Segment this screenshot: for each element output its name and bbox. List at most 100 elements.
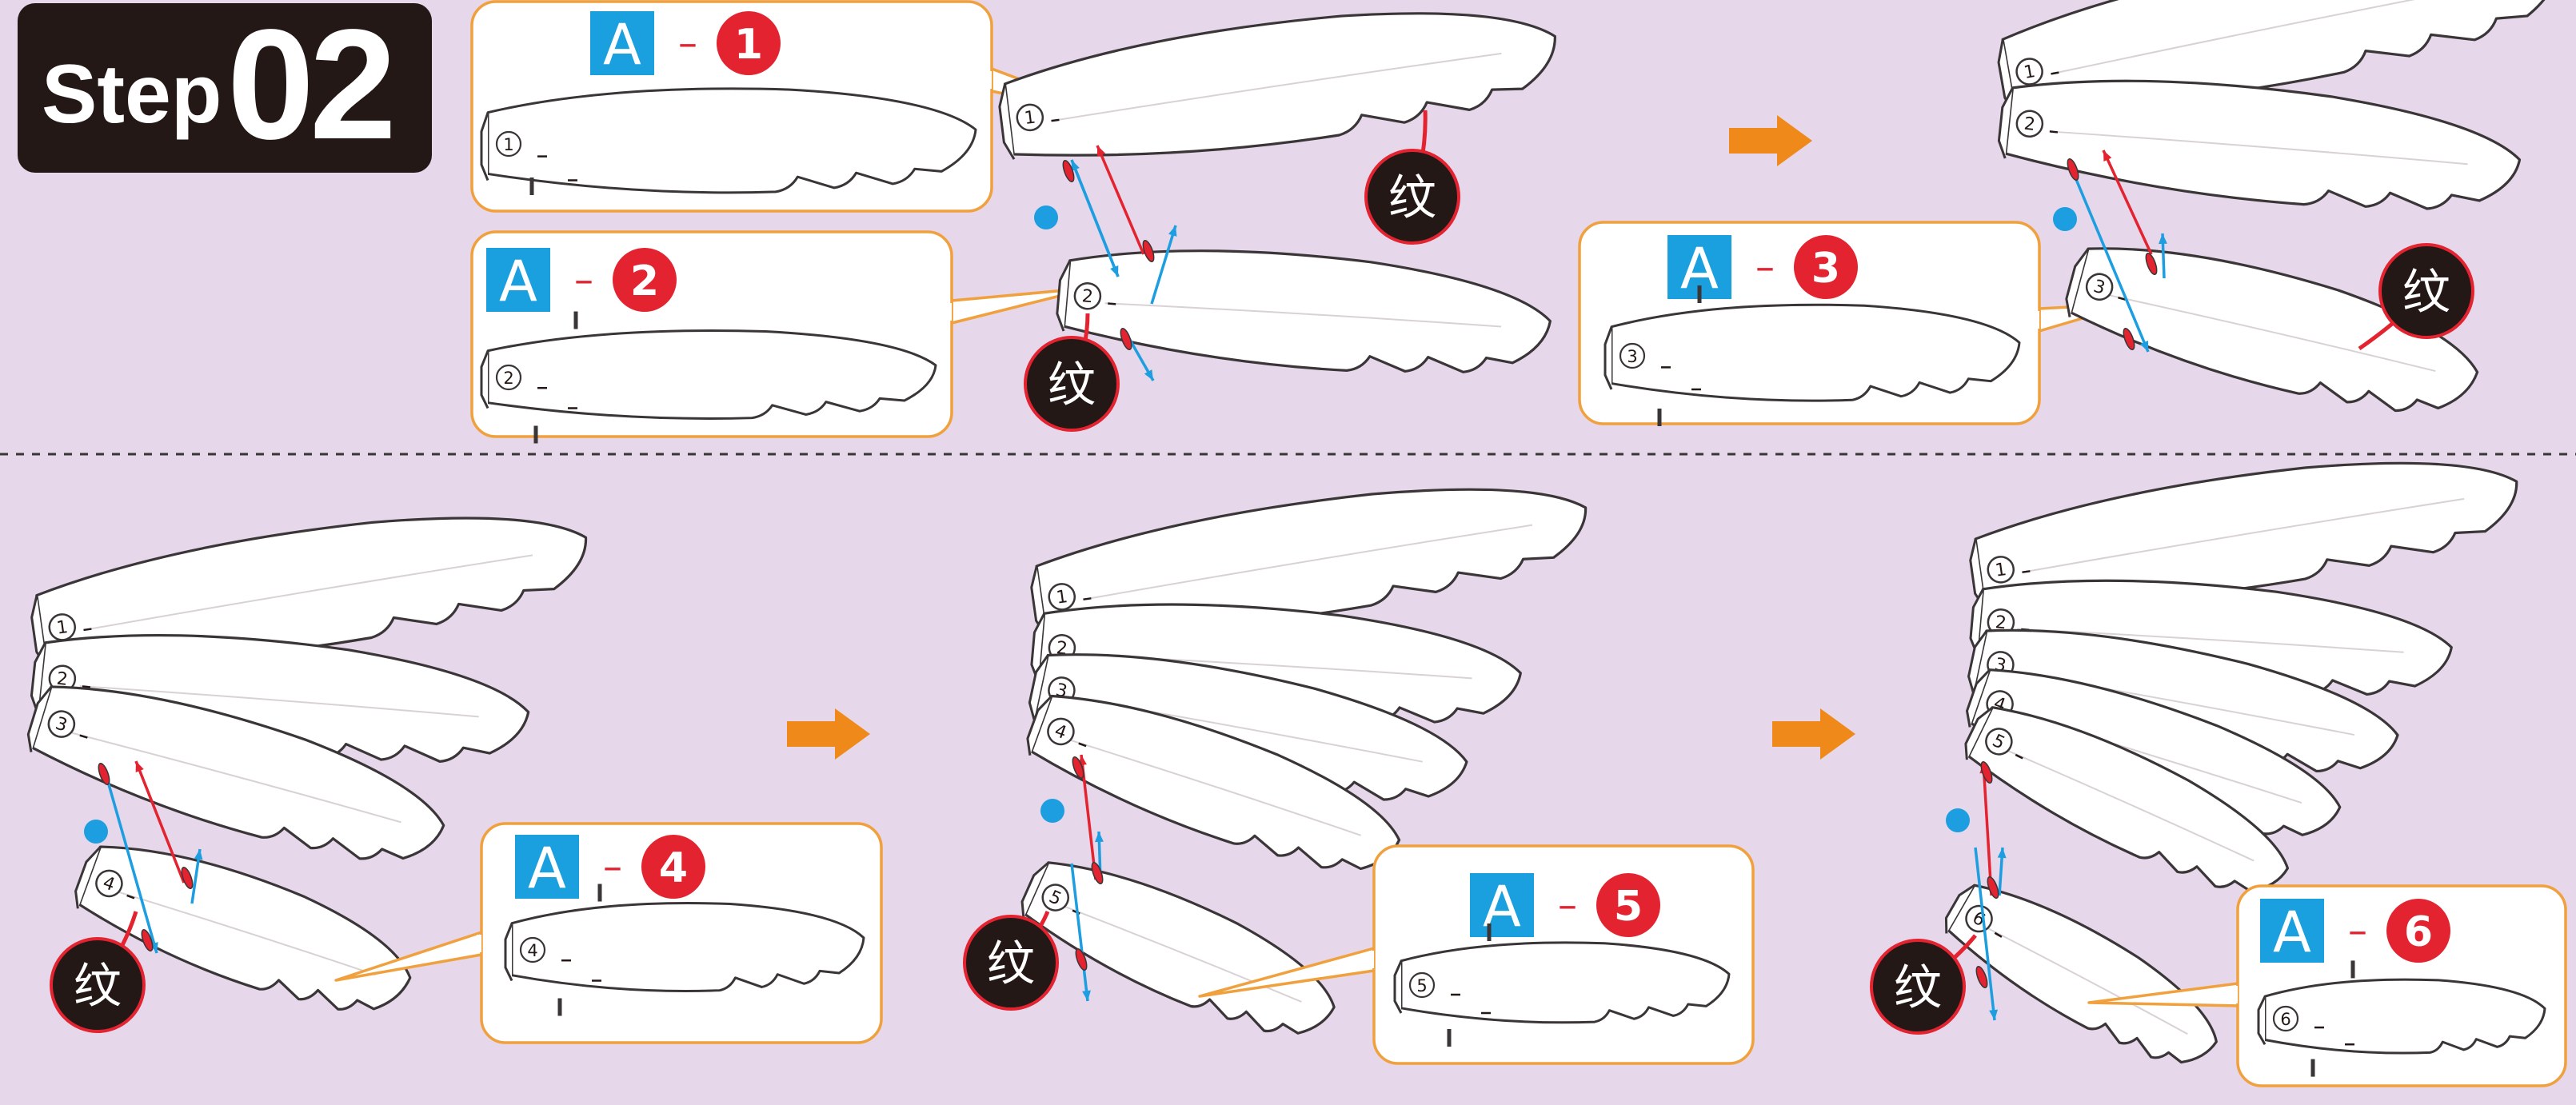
part-letter-box <box>1470 873 1534 937</box>
guide-arrowhead <box>1071 160 1080 171</box>
feather-piece: 4 <box>1026 694 1401 871</box>
texture-label: 纹 <box>987 936 1035 992</box>
feather-outline <box>2004 79 2522 210</box>
guide-line <box>1096 145 1145 255</box>
detail-feather: 2 <box>480 311 937 444</box>
detail-feather: 3 <box>1604 285 2021 426</box>
detail-feather-outline <box>1610 303 2021 402</box>
feather-piece: 2 <box>1997 79 2522 210</box>
tab-mark <box>2051 71 2059 75</box>
tab-mark <box>2015 753 2023 760</box>
feather-shaft <box>113 889 376 976</box>
insertion-guide <box>1096 145 1145 255</box>
texture-label: 纹 <box>1388 170 1436 226</box>
tab-slot <box>2067 158 2079 182</box>
detail-feather: 5 <box>1393 923 1731 1047</box>
texture-badge: 纹 <box>50 911 146 1033</box>
tab-slot <box>1120 327 1132 351</box>
feather-shaft <box>1053 52 1502 122</box>
feather-piece: 5 <box>1020 861 1336 1035</box>
detail-number-ring <box>495 130 522 158</box>
part-number: 5 <box>1614 883 1643 931</box>
piece-number: 2 <box>55 669 69 690</box>
piece-number-ring <box>47 710 76 738</box>
texture-label: 纹 <box>2402 265 2450 321</box>
texture-circle <box>963 915 1059 1011</box>
tab-mark <box>2022 570 2031 573</box>
feather-outline <box>1062 249 1552 373</box>
feather-shaft <box>2109 294 2436 373</box>
part-number: 6 <box>2404 908 2433 956</box>
feather-base-tab <box>30 642 46 714</box>
guide-arrowhead <box>1989 1009 1998 1020</box>
tab-mark <box>1083 597 1092 600</box>
feather-shaft <box>1085 524 1533 600</box>
feather-shaft <box>1978 923 2188 1035</box>
feather-outline <box>31 685 445 860</box>
detail-number: 2 <box>503 369 513 388</box>
detail-number: 1 <box>503 135 513 154</box>
guide-line <box>2070 167 2150 353</box>
texture-circle <box>2378 243 2474 339</box>
tab-mark <box>82 685 91 688</box>
detail-feather: 6 <box>2257 960 2546 1077</box>
part-letter: A <box>528 836 566 901</box>
feather-base-tab <box>1964 706 1994 760</box>
insertion-guide <box>1070 863 1091 1002</box>
part-letter-box <box>2260 899 2324 963</box>
part-number: 1 <box>734 21 763 69</box>
part-separator: – <box>603 844 622 889</box>
position-dot <box>2053 207 2077 231</box>
feather-outline <box>2001 0 2559 111</box>
detail-feather-tab <box>480 350 489 409</box>
part-separator: – <box>678 21 697 66</box>
texture-badge: 纹 <box>1024 313 1120 432</box>
detail-feather-tab <box>1393 960 1403 1014</box>
detail-feather-outline <box>486 329 937 420</box>
part-label: A–2 <box>486 248 677 314</box>
detail-number-ring <box>1619 342 1646 369</box>
feather-shaft <box>2023 497 2465 573</box>
guide-line <box>1070 159 1120 277</box>
texture-circle <box>1024 336 1120 432</box>
piece-number-ring <box>2015 110 2044 138</box>
feather-base-tab <box>1965 668 1991 728</box>
insertion-guide <box>1150 225 1177 305</box>
feather-shaft <box>1067 738 1361 836</box>
part-separator: – <box>574 257 593 302</box>
piece-number-ring <box>1048 583 1076 611</box>
feather-outline <box>1003 12 1556 157</box>
piece-number: 3 <box>2091 277 2107 299</box>
guide-arrowhead <box>2140 341 2149 352</box>
feather-shaft <box>86 554 533 631</box>
detail-feather: 4 <box>504 884 865 1016</box>
part-letter: A <box>2273 900 2311 965</box>
guide-line <box>1974 847 1996 1021</box>
part-number-circle <box>641 835 705 899</box>
piece-number: 1 <box>2023 62 2037 83</box>
feather-base-tab <box>1944 884 1975 934</box>
next-step-arrow <box>1729 115 1812 166</box>
detail-number-ring <box>1408 971 1436 999</box>
guide-line <box>1150 225 1177 305</box>
tab-slot <box>1062 159 1075 183</box>
position-dot <box>84 820 108 844</box>
detail-number: 4 <box>527 941 537 960</box>
part-letter: A <box>603 12 641 78</box>
texture-circle <box>1870 939 1966 1035</box>
detail-number: 6 <box>2280 1010 2290 1029</box>
guide-arrowhead <box>2159 233 2167 245</box>
feather-shaft <box>2002 747 2254 862</box>
piece-number: 1 <box>1023 108 1036 130</box>
piece-number-ring <box>1016 103 1044 132</box>
feather-base-tab <box>1997 87 2014 159</box>
detail-number-ring <box>495 364 522 391</box>
tab-mark <box>79 734 88 739</box>
feather-shaft <box>2049 130 2468 166</box>
part-letter: A <box>499 249 537 314</box>
feather-base-tab <box>74 846 102 909</box>
piece-number: 3 <box>53 714 70 736</box>
detail-number: 3 <box>1627 347 1637 366</box>
